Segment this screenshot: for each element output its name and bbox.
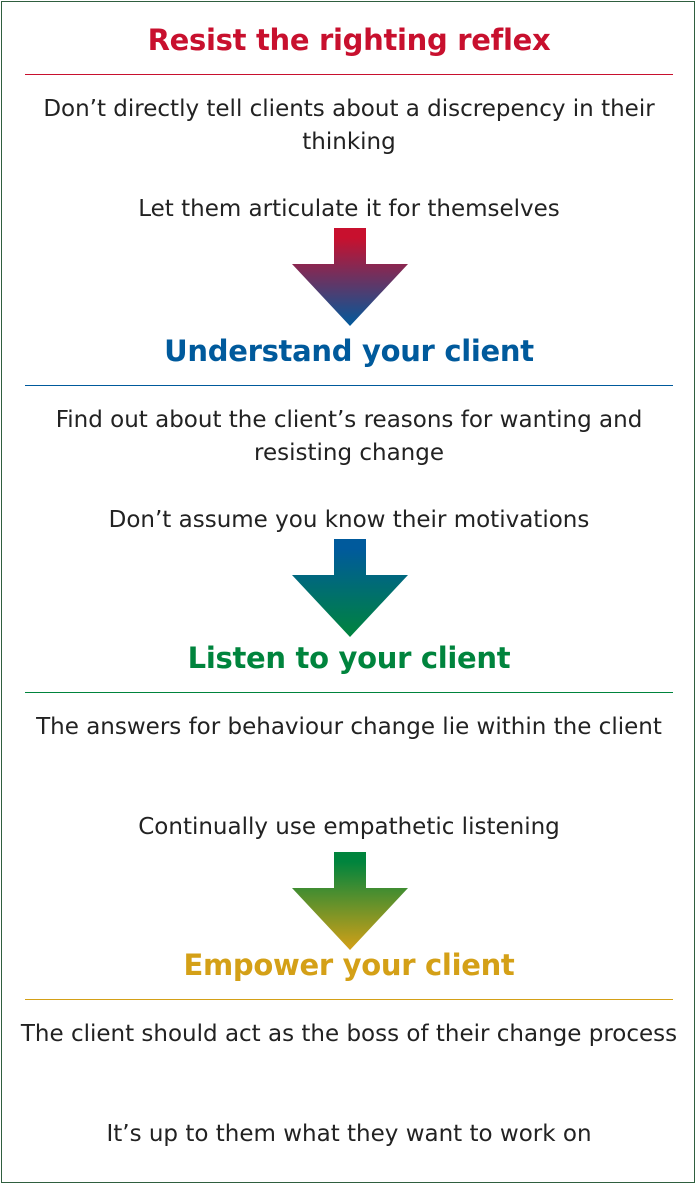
heading-listen-to-your-client: Listen to your client bbox=[187, 641, 511, 675]
down-arrow-icon bbox=[292, 852, 408, 950]
point-text: It’s up to them what they want to work o… bbox=[106, 1121, 592, 1147]
down-arrow-shape bbox=[292, 228, 408, 326]
down-arrow-shape bbox=[292, 539, 408, 637]
divider-rule bbox=[25, 385, 673, 386]
divider-rule bbox=[25, 999, 673, 1000]
divider-rule bbox=[25, 74, 673, 75]
point-text: Don’t directly tell clients about a disc… bbox=[43, 96, 655, 155]
heading-resist-righting-reflex: Resist the righting reflex bbox=[147, 23, 551, 57]
point-text: The answers for behaviour change lie wit… bbox=[36, 714, 662, 740]
point-text: Find out about the client’s reasons for … bbox=[55, 407, 643, 466]
heading-empower-your-client: Empower your client bbox=[183, 948, 515, 982]
heading-understand-your-client: Understand your client bbox=[164, 334, 534, 368]
down-arrow-shape bbox=[292, 852, 408, 950]
point-text: Don’t assume you know their motivations bbox=[108, 507, 590, 533]
down-arrow-icon bbox=[292, 539, 408, 637]
divider-rule bbox=[25, 692, 673, 693]
point-text: Continually use empathetic listening bbox=[138, 814, 560, 840]
down-arrow-icon bbox=[292, 228, 408, 326]
point-text: Let them articulate it for themselves bbox=[138, 196, 560, 222]
point-text: The client should act as the boss of the… bbox=[20, 1021, 678, 1047]
